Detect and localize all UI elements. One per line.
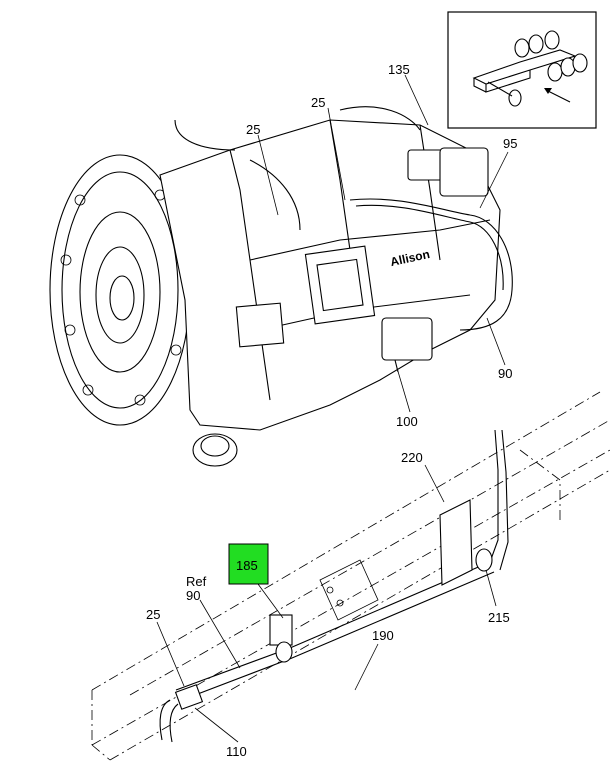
callout-220[interactable]: 220	[401, 450, 423, 465]
truck-frame-locator-icon	[472, 30, 588, 107]
locator-inset	[447, 11, 597, 129]
callout-ref-label: Ref	[186, 574, 207, 589]
callout-110[interactable]: 110	[226, 744, 247, 759]
callout-90-ref[interactable]: 90	[186, 588, 200, 603]
callout-25-top-left[interactable]: 25	[246, 122, 260, 137]
highlight-185-box	[228, 543, 269, 585]
callout-190[interactable]: 190	[372, 628, 394, 643]
callout-215[interactable]: 215	[488, 610, 510, 625]
callout-135[interactable]: 135	[388, 62, 410, 77]
callout-100[interactable]: 100	[396, 414, 418, 429]
callout-90-right[interactable]: 90	[498, 366, 512, 381]
frame-rail	[91, 391, 610, 761]
callout-labels: 135 25 25 95 90 100 220 185 Ref 90 25 21…	[146, 62, 517, 759]
callout-25-top-right[interactable]: 25	[311, 95, 325, 110]
leader-lines	[156, 74, 509, 743]
callout-25-bottom[interactable]: 25	[146, 607, 160, 622]
callout-95[interactable]: 95	[503, 136, 517, 151]
harness-routing	[159, 429, 509, 743]
transmission-assembly: Allison	[49, 106, 513, 467]
callout-185[interactable]: 185	[236, 558, 258, 573]
